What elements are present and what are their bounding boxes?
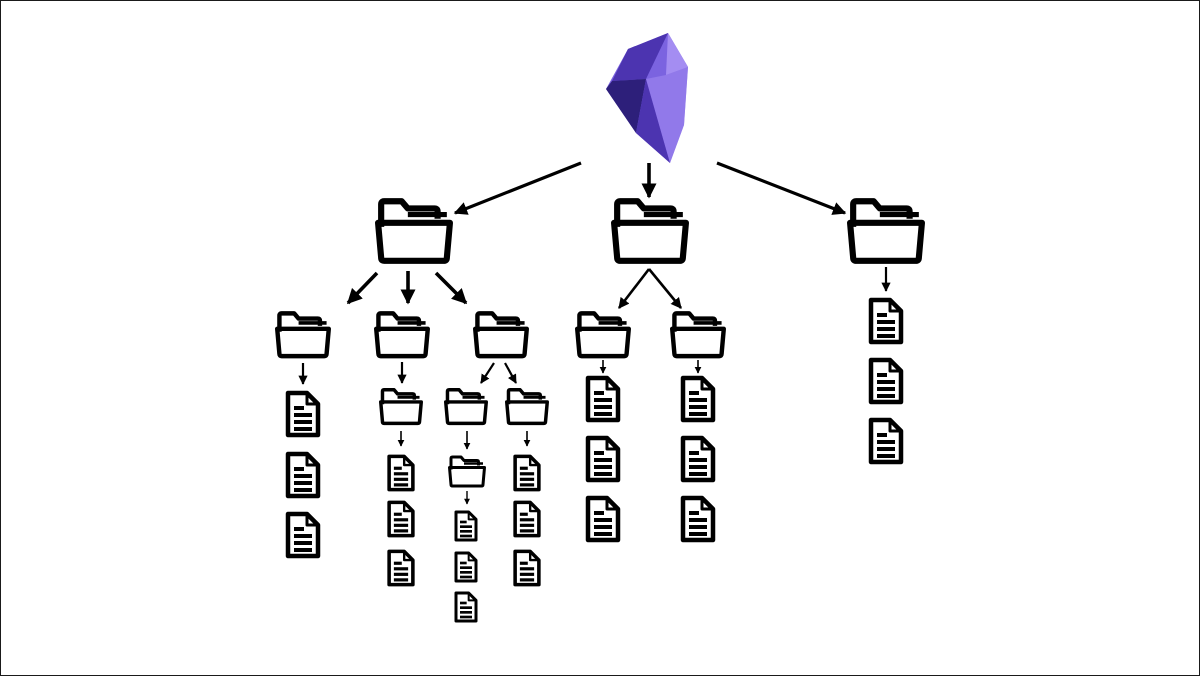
document-icon-folder-a1-3 bbox=[288, 514, 318, 556]
document-icon-folder-a2-1-3 bbox=[387, 549, 415, 587]
document-icon-folder-b2-1 bbox=[683, 378, 713, 420]
edge-folder-a-to-folder-a1 bbox=[346, 271, 379, 305]
document-icon-folder-a3-2-3 bbox=[513, 549, 541, 587]
folder-icon-folder-a1 bbox=[277, 313, 329, 356]
document-icon-folder-a3-1-1-3 bbox=[454, 591, 478, 623]
document-icon-folder-a2-1-2 bbox=[387, 500, 415, 538]
folder-icon-folder-c bbox=[850, 201, 922, 261]
folder-icon-folder-a2 bbox=[376, 313, 428, 356]
document-icon-folder-b1-1 bbox=[588, 378, 618, 420]
gem-facet-bottom bbox=[636, 79, 670, 163]
document-icon-folder-c-1 bbox=[871, 300, 901, 342]
document-icon-folder-a1-1 bbox=[288, 393, 318, 435]
gem-facet-left bbox=[612, 33, 668, 81]
edge-vault-to-folder-a bbox=[453, 161, 582, 215]
folder-icon-folder-a3-1-1 bbox=[448, 455, 486, 488]
edge-folder-b-to-folder-b1 bbox=[617, 268, 651, 309]
nodes bbox=[277, 33, 922, 623]
document-icon-folder-b2-2 bbox=[683, 438, 713, 480]
document-icon-folder-c-2 bbox=[871, 360, 901, 402]
folder-icon-folder-a3-1 bbox=[444, 387, 488, 426]
document-icon-folder-a3-1-1-1 bbox=[454, 510, 478, 542]
edge-folder-a3-to-folder-a3-1 bbox=[480, 362, 495, 384]
obsidian-vault-icon bbox=[606, 33, 688, 163]
document-icon-folder-a3-2-2 bbox=[513, 500, 541, 538]
document-icon-folder-a3-2-1 bbox=[513, 454, 541, 492]
document-icon-folder-b2-3 bbox=[683, 498, 713, 540]
folder-icon-folder-a3 bbox=[475, 313, 527, 356]
document-icon-folder-b1-3 bbox=[588, 498, 618, 540]
edge-folder-a-to-folder-a3 bbox=[434, 271, 468, 305]
folder-icon-folder-a bbox=[378, 201, 450, 261]
folder-icon-folder-a2-1 bbox=[379, 387, 423, 426]
gem-facet-top bbox=[666, 33, 688, 75]
document-icon-folder-a2-1-1 bbox=[387, 454, 415, 492]
gem-facet-right bbox=[646, 67, 688, 163]
edge-folder-b-to-folder-b2 bbox=[647, 268, 683, 309]
gem-facet-deep bbox=[606, 79, 646, 133]
folder-icon-folder-a3-2 bbox=[505, 387, 549, 426]
document-icon-folder-a3-1-1-2 bbox=[454, 551, 478, 583]
document-icon-folder-c-3 bbox=[871, 420, 901, 462]
folder-icon-folder-b2 bbox=[672, 313, 724, 356]
folder-icon-folder-b1 bbox=[577, 313, 629, 356]
edges bbox=[298, 161, 891, 505]
edge-folder-a3-to-folder-a3-2 bbox=[504, 362, 517, 384]
edge-vault-to-folder-c bbox=[716, 161, 847, 215]
document-icon-folder-a1-2 bbox=[288, 454, 318, 496]
document-icon-folder-b1-2 bbox=[588, 438, 618, 480]
folder-icon-folder-b bbox=[614, 201, 686, 261]
